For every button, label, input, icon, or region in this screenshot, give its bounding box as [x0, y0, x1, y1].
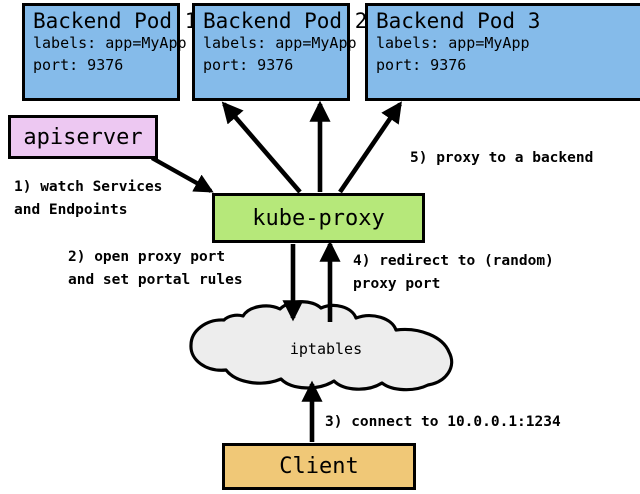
- step-4-label-line1: 4) redirect to (random): [353, 253, 554, 269]
- kube-proxy-label: kube-proxy: [252, 205, 385, 231]
- step-2-label-line1: 2) open proxy port: [68, 249, 226, 265]
- apiserver-label: apiserver: [23, 124, 143, 150]
- iptables-cloud[interactable]: iptables: [188, 305, 464, 389]
- step-1-label-line2: and Endpoints: [14, 202, 128, 218]
- edge-apiserver-to-kube-proxy: [150, 156, 214, 193]
- client-box[interactable]: Client: [222, 443, 416, 490]
- step-4-label-line2: proxy port: [353, 276, 441, 292]
- apiserver-box[interactable]: apiserver: [8, 115, 158, 159]
- edge-kube-proxy-to-pod-3: [338, 101, 402, 194]
- iptables-label: iptables: [289, 340, 363, 358]
- client-label: Client: [279, 454, 359, 479]
- iptables-cloud-shape: [189, 300, 454, 392]
- backend-pod-3-port: port: 9376: [376, 55, 467, 74]
- backend-pod-2-labels: labels: app=MyApp: [203, 34, 357, 53]
- step-5-label-line1: 5) proxy to a backend: [410, 150, 594, 166]
- backend-pod-1-port: port: 9376: [33, 55, 124, 74]
- kube-proxy-box[interactable]: kube-proxy: [212, 193, 425, 243]
- step-3-label-line1: 3) connect to 10.0.0.1:1234: [325, 414, 561, 430]
- backend-pod-1-title: Backend Pod 1: [33, 9, 198, 33]
- backend-pod-3-box[interactable]: Backend Pod 3 labels: app=MyApp port: 93…: [365, 3, 640, 101]
- edge-kube-proxy-to-pod-1: [221, 101, 302, 194]
- backend-pod-1-box[interactable]: Backend Pod 1 labels: app=MyApp port: 93…: [22, 3, 198, 101]
- backend-pod-3-title: Backend Pod 3: [376, 9, 541, 33]
- backend-pod-2-port: port: 9376: [203, 55, 294, 74]
- backend-pod-2-box[interactable]: Backend Pod 2 labels: app=MyApp port: 93…: [192, 3, 368, 101]
- backend-pod-2-title: Backend Pod 2: [203, 9, 368, 33]
- backend-pod-1-labels: labels: app=MyApp: [33, 34, 187, 53]
- backend-pod-3-labels: labels: app=MyApp: [376, 34, 530, 53]
- step-1-label-line1: 1) watch Services: [14, 179, 163, 195]
- step-2-label-line2: and set portal rules: [68, 272, 243, 288]
